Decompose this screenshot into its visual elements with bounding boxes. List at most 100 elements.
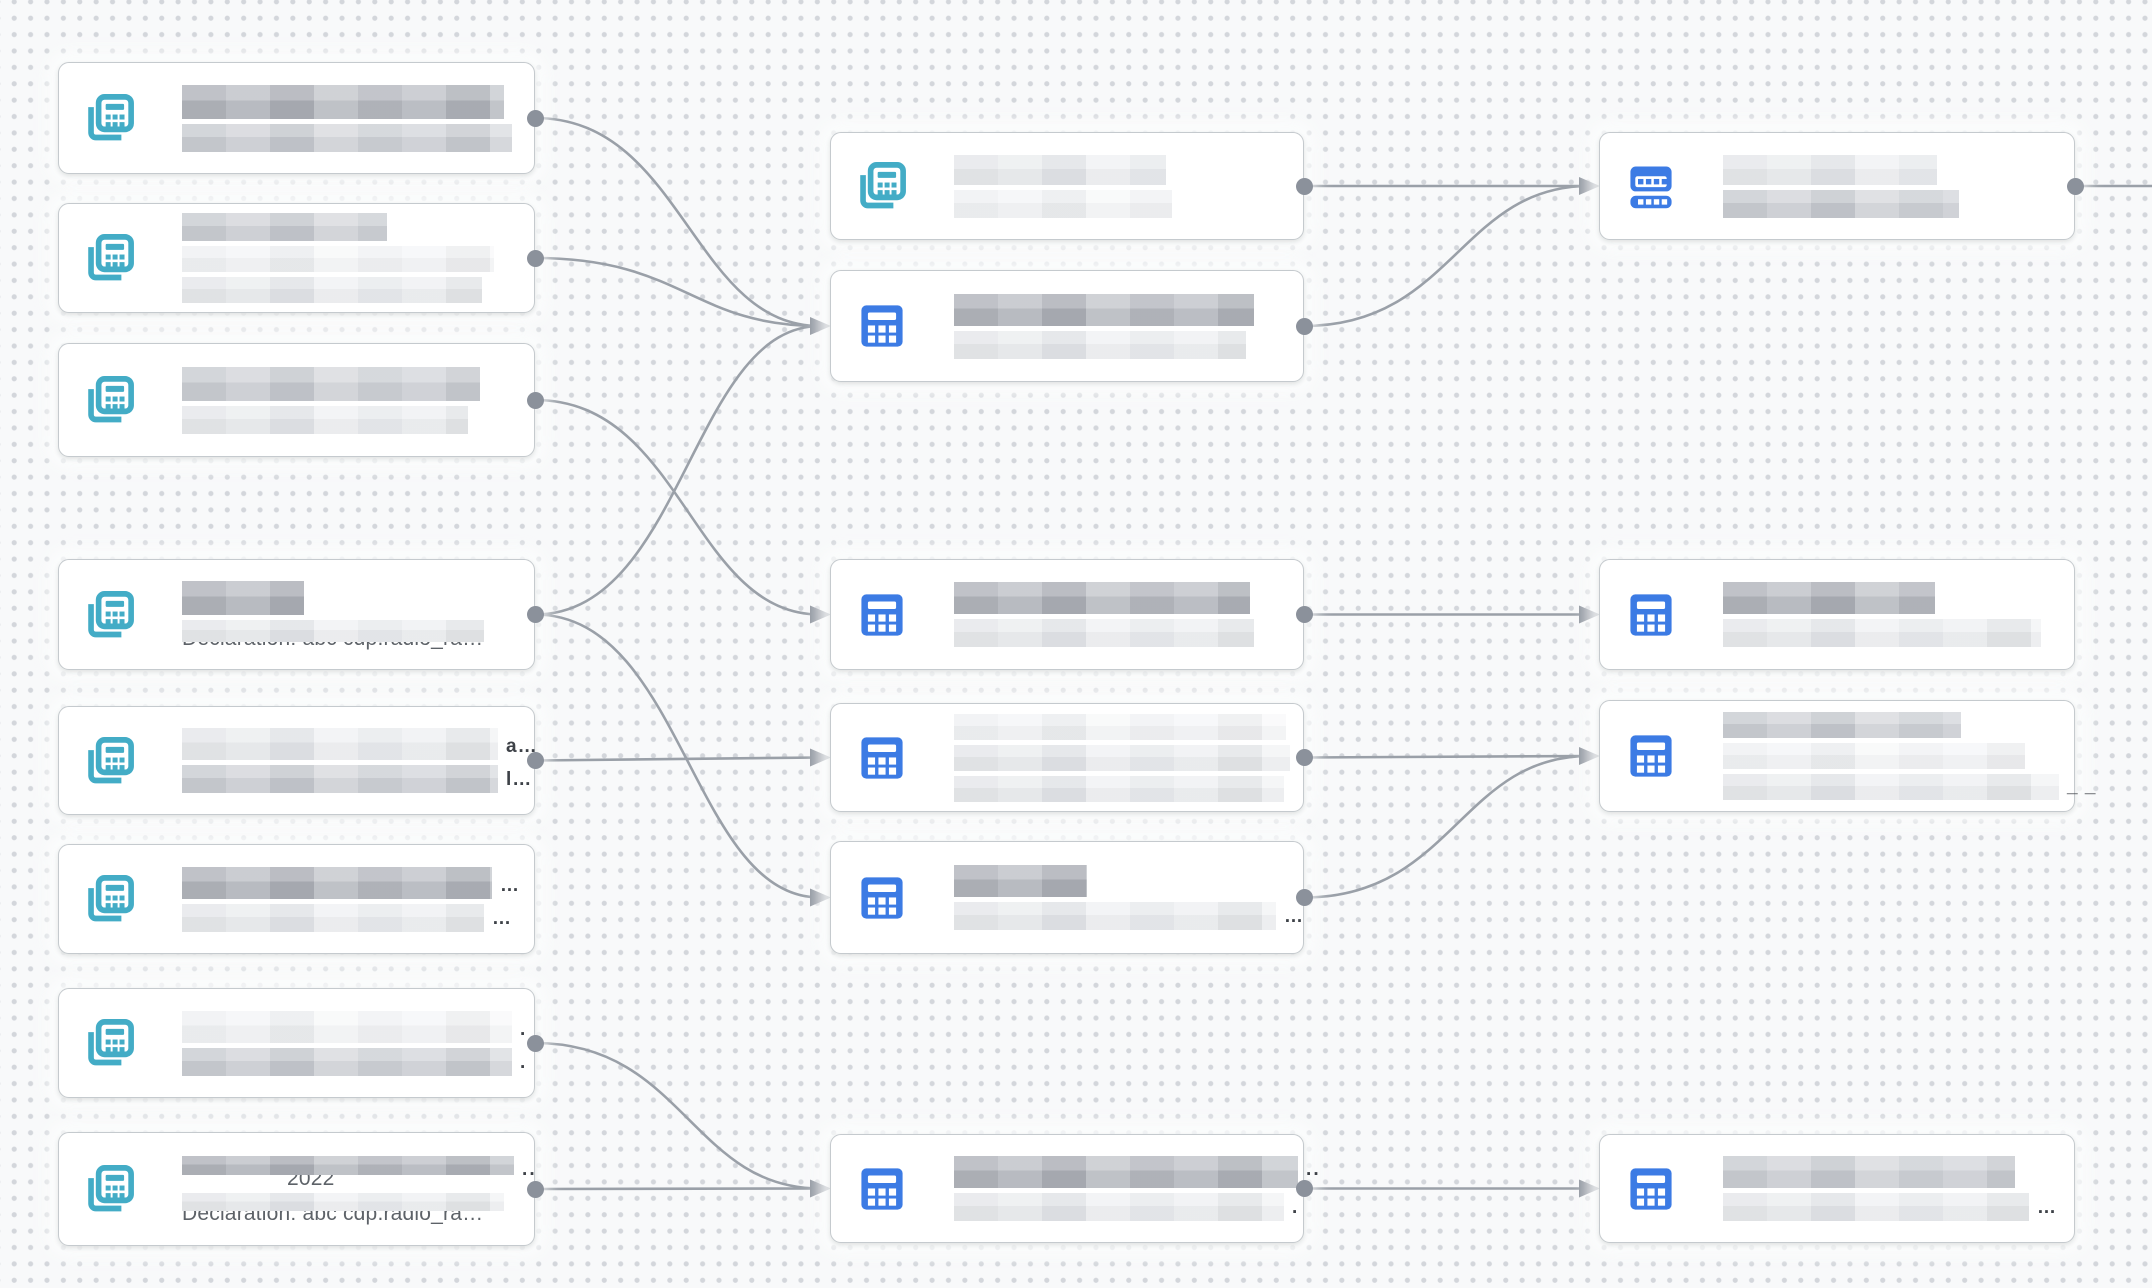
redacted-text-blur (182, 123, 512, 152)
output-port-M5[interactable] (1295, 889, 1313, 906)
output-port-L7[interactable] (526, 1034, 544, 1052)
lineage-node-M6[interactable]: ··. (830, 1134, 1320, 1243)
node-label-area (182, 366, 514, 434)
edge-arrowhead (1579, 605, 1600, 624)
node-label-area (954, 582, 1283, 647)
redacted-text-line (182, 246, 514, 272)
redacted-text-line: . (954, 1193, 1297, 1221)
table-icon (1625, 589, 1677, 641)
redacted-text-blur (182, 277, 482, 303)
redacted-text-line (954, 775, 1284, 802)
lineage-edge-L7-M6[interactable] (534, 1041, 821, 1190)
lineage-edge-L4-M5[interactable] (534, 613, 821, 899)
redacted-text-blur (182, 1010, 512, 1043)
redacted-text-line (1723, 582, 2054, 614)
redacted-text-line: . (182, 1010, 525, 1043)
redacted-text-line: . (182, 1047, 525, 1076)
edge-arrowhead (810, 605, 831, 624)
truncation-ellipsis: . (1292, 1197, 1299, 1218)
source-table-icon (84, 1017, 136, 1069)
lineage-node-M3[interactable] (830, 559, 1304, 670)
output-port-L1[interactable] (526, 109, 544, 127)
edge-arrowhead (1579, 177, 1600, 195)
source-table-icon (84, 1163, 136, 1215)
node-label-area: …… (182, 866, 519, 932)
table-icon (856, 300, 908, 352)
edge-arrowhead (810, 1179, 831, 1198)
lineage-edge-M5-R3[interactable] (1303, 754, 1590, 899)
lineage-node-L3[interactable] (58, 343, 535, 457)
output-port-L8[interactable] (526, 1180, 544, 1198)
lineage-edge-L8-M6[interactable] (534, 1187, 821, 1191)
output-port-L5[interactable] (526, 752, 544, 769)
lineage-node-L8[interactable]: 2022··Declaration: abc cdp.radio_ra… (58, 1132, 537, 1246)
node-label-area (954, 713, 1290, 802)
lineage-node-R1[interactable] (1599, 132, 2075, 240)
lineage-node-M5[interactable]: … (830, 841, 1304, 954)
redacted-text-blur (1723, 774, 2059, 800)
redacted-text-blur (954, 902, 1276, 930)
edge-arrowhead (1579, 1179, 1600, 1198)
redacted-text-blur (182, 620, 484, 642)
lineage-node-L7[interactable]: .. (58, 988, 535, 1098)
redacted-text-blur (182, 866, 492, 899)
lineage-edge-L1-M2[interactable] (534, 116, 821, 328)
lineage-node-L4[interactable]: Declaration: abc cdp.radio_ra… (58, 559, 535, 670)
redacted-text-blur (954, 330, 1246, 359)
truncation-ellipsis: … (2037, 1197, 2057, 1218)
source-table-icon (856, 160, 908, 212)
source-table-icon (84, 735, 136, 787)
node-label-area: .. (182, 1010, 525, 1076)
lineage-node-L2[interactable] (58, 203, 535, 313)
output-port-L4[interactable] (526, 606, 544, 623)
output-port-M3[interactable] (1295, 606, 1313, 623)
lineage-node-L5[interactable]: a…l… (58, 706, 537, 815)
lineage-edge-M2-R1[interactable] (1303, 184, 1590, 328)
redacted-text-blur (1723, 582, 1935, 614)
redacted-text-blur (954, 713, 1286, 740)
truncation-ellipsis: ·· (522, 1163, 537, 1185)
redacted-text-line (182, 581, 514, 615)
redacted-text-blur (954, 619, 1254, 647)
truncation-ellipsis: … (500, 874, 520, 896)
source-table-icon (84, 232, 136, 284)
lineage-node-L1[interactable] (58, 62, 535, 174)
redacted-text-blur (954, 865, 1087, 897)
lineage-edge-M4-R3[interactable] (1303, 754, 1590, 759)
lineage-edge-L4-M2[interactable] (534, 324, 821, 616)
output-port-M4[interactable] (1295, 749, 1313, 766)
output-port-M6[interactable] (1295, 1180, 1313, 1197)
output-port-M2[interactable] (1295, 317, 1313, 335)
output-port-M1[interactable] (1295, 177, 1313, 195)
redacted-text-line: … (954, 902, 1303, 930)
output-port-L2[interactable] (526, 249, 544, 267)
source-table-icon (84, 374, 136, 426)
lineage-node-M4[interactable] (830, 703, 1304, 812)
table-icon (1625, 730, 1677, 782)
redacted-text-blur (182, 581, 304, 615)
source-table-icon (84, 873, 136, 925)
lineage-edge-L2-M2[interactable] (534, 256, 821, 328)
output-port-L3[interactable] (526, 391, 544, 409)
redacted-text-blur (182, 765, 498, 793)
table-icon (856, 732, 908, 784)
output-port-R1[interactable] (2066, 177, 2084, 195)
redacted-text-line (1723, 743, 2054, 769)
node-label-area (954, 154, 1283, 218)
lineage-node-R2[interactable] (1599, 559, 2075, 670)
redacted-text-line (954, 744, 1290, 771)
lineage-node-M2[interactable] (830, 270, 1304, 382)
redacted-text-line (182, 123, 514, 152)
lineage-node-M1[interactable] (830, 132, 1304, 240)
lineage-edge-L3-M3[interactable] (534, 398, 821, 616)
lineage-edge-L5-M4[interactable] (534, 756, 821, 762)
lineage-node-R3[interactable]: _ _ (1599, 700, 2095, 812)
redacted-text-blur (954, 744, 1290, 771)
lineage-node-L6[interactable]: …… (58, 844, 535, 954)
redacted-text-line: ·· (954, 1156, 1320, 1188)
node-label-area: … (954, 865, 1303, 930)
redacted-text-line: … (182, 903, 514, 932)
table-icon (856, 1163, 908, 1215)
lineage-node-R4[interactable]: … (1599, 1134, 2075, 1243)
